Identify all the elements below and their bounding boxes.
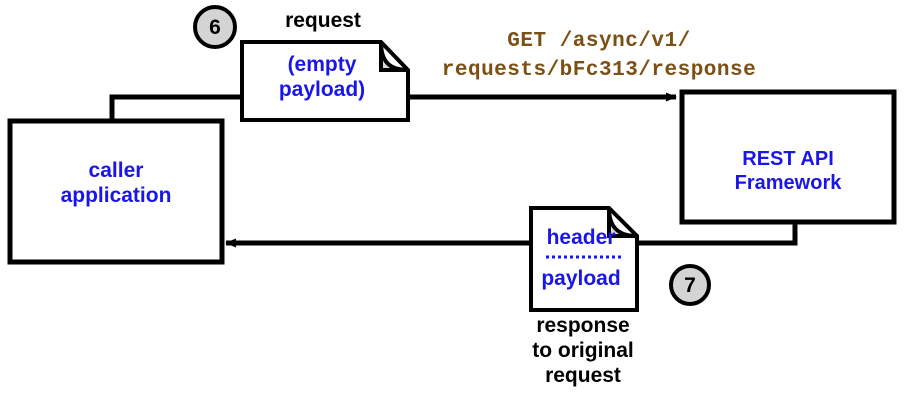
step-badge-6-number: 6: [209, 16, 221, 39]
step-badge-6[interactable]: [193, 5, 237, 49]
step-badge-7-number: 7: [684, 274, 696, 297]
request-document-shape[interactable]: [240, 40, 410, 122]
caller-application-box[interactable]: [7, 118, 225, 265]
rest-api-framework-box[interactable]: [679, 89, 897, 225]
connector-rest-api-to-response-doc: [637, 222, 798, 246]
step-badge-7[interactable]: [669, 264, 711, 306]
connector-caller-to-request-doc: [109, 94, 243, 121]
page-fold-icon: [379, 41, 409, 72]
response-document-shape[interactable]: [529, 206, 639, 312]
page-fold-icon: [607, 207, 638, 238]
